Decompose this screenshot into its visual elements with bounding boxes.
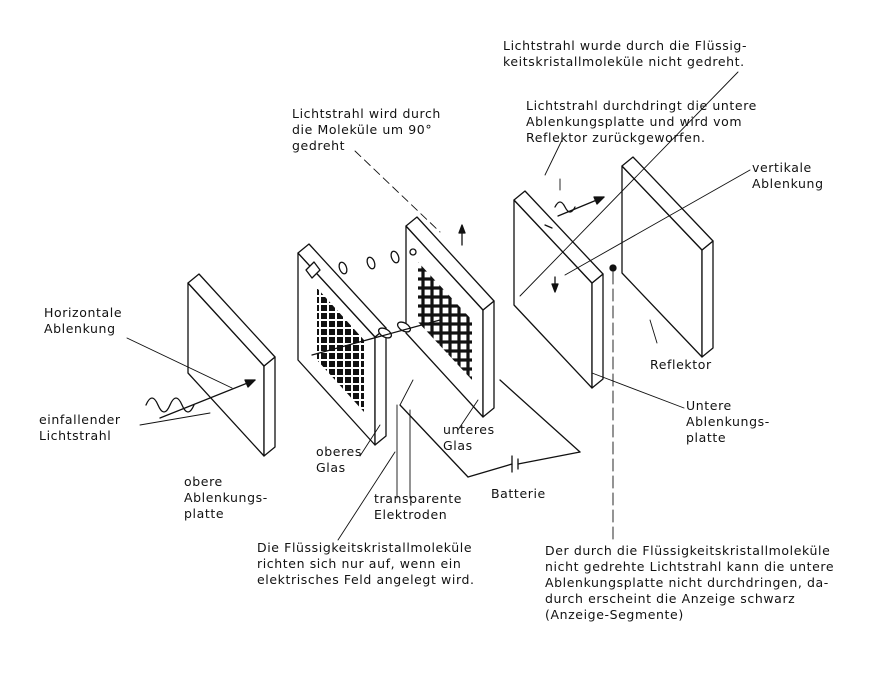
label-black-display: Der durch die Flüssigkeitskristallmolekü… — [545, 543, 835, 622]
lower-glass-plate — [405, 216, 495, 418]
label-battery: Batterie — [491, 486, 546, 501]
reflector-plate — [609, 156, 714, 358]
lower-polarizer-plate — [513, 190, 604, 389]
label-reflector: Reflektor — [650, 357, 712, 372]
label-beam-not-rotated: Lichtstrahl wurde durch die Flüssig-keit… — [503, 38, 748, 69]
leader-lines — [126, 71, 751, 541]
battery-circuit — [399, 379, 581, 478]
upper-glass-plate — [297, 243, 387, 446]
light-beam — [145, 196, 605, 419]
upper-polarizer-plate — [187, 273, 276, 457]
